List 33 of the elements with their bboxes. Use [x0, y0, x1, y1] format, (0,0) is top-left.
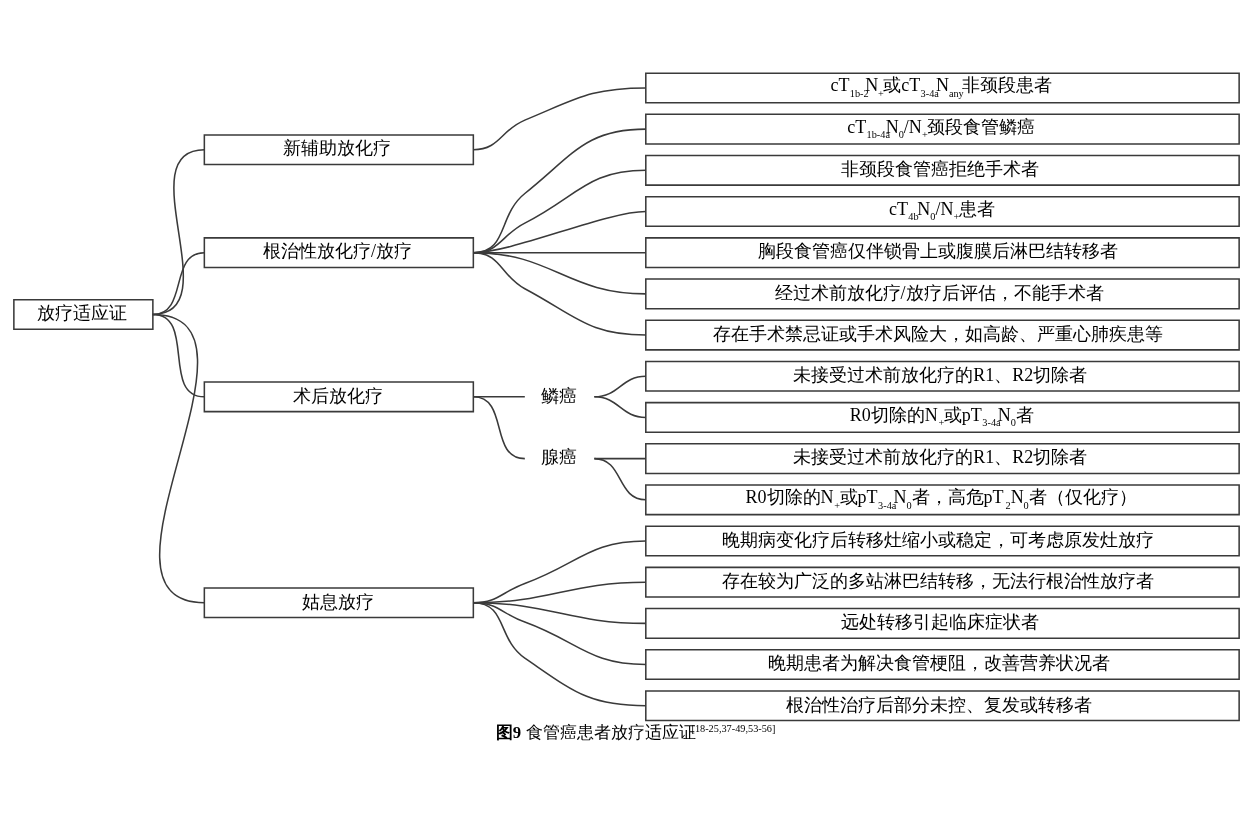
connector: [472, 87, 647, 151]
node-box: 放疗适应证: [13, 298, 154, 331]
node-box: 胸段食管癌仅伴锁骨上或腹膜后淋巴结转移者: [645, 237, 1240, 269]
connector: [593, 457, 647, 501]
node-box: cT$_{4b}$N$_{0}$/N$_{+}$患者: [645, 195, 1240, 228]
node-box: 晚期患者为解决食管梗阻，改善营养状况者: [645, 649, 1240, 681]
node-box: 存在手术禁忌证或手术风险大，如高龄、严重心肺疾患等: [645, 319, 1240, 351]
node-box: cT$_{1b-4a}$N$_{0}$/N$_{+}$颈段食管鳞癌: [645, 113, 1240, 145]
node-box: 根治性放化疗/放疗: [203, 237, 475, 269]
caption: 图9 食管癌患者放疗适应证$^{[18-25,37-49,53-56]}$: [495, 722, 776, 742]
connector: [472, 396, 526, 460]
connector: [593, 396, 647, 419]
node-box: 根治性治疗后部分未控、复发或转移者: [645, 690, 1240, 722]
connector: [152, 313, 206, 604]
connector: [472, 602, 647, 707]
node-box: 远处转移引起临床症状者: [645, 607, 1240, 639]
node-box: 术后放化疗: [203, 381, 475, 413]
node-box: 姑息放疗: [203, 587, 475, 619]
node-box: R0切除的N$_{+}$或pT$_{3-4a}$N$_{0}$者: [645, 401, 1240, 433]
node-box: 经过术前放化疗/放疗后评估，不能手术者: [645, 278, 1240, 310]
node-box: 未接受过术前放化疗的R1、R2切除者: [645, 443, 1240, 475]
node-box: 晚期病变化疗后转移灶缩小或稳定，可考虑原发灶放疗: [645, 525, 1240, 557]
node-box: cT$_{1b-2}$N$_{+}$或cT$_{3-4a}$N$_{any}$非颈段患者: [645, 72, 1240, 104]
connector: [152, 148, 206, 316]
node-text: 腺癌: [540, 447, 577, 468]
node-box: 新辅助放化疗: [203, 134, 475, 166]
node-box: R0切除的N$_{+}$或pT$_{3-4a}$N$_{0}$者，高危pT$_{2}$N$_{0}$者（仅化疗）: [645, 484, 1240, 516]
connector: [472, 251, 647, 336]
node-box: 非颈段食管癌拒绝手术者: [645, 154, 1240, 186]
node-box: 存在较为广泛的多站淋巴结转移，无法行根治性放疗者: [645, 566, 1240, 598]
connector: [152, 251, 206, 316]
node-box: 未接受过术前放化疗的R1、R2切除者: [645, 360, 1240, 392]
node-text: 鳞癌: [540, 385, 577, 406]
